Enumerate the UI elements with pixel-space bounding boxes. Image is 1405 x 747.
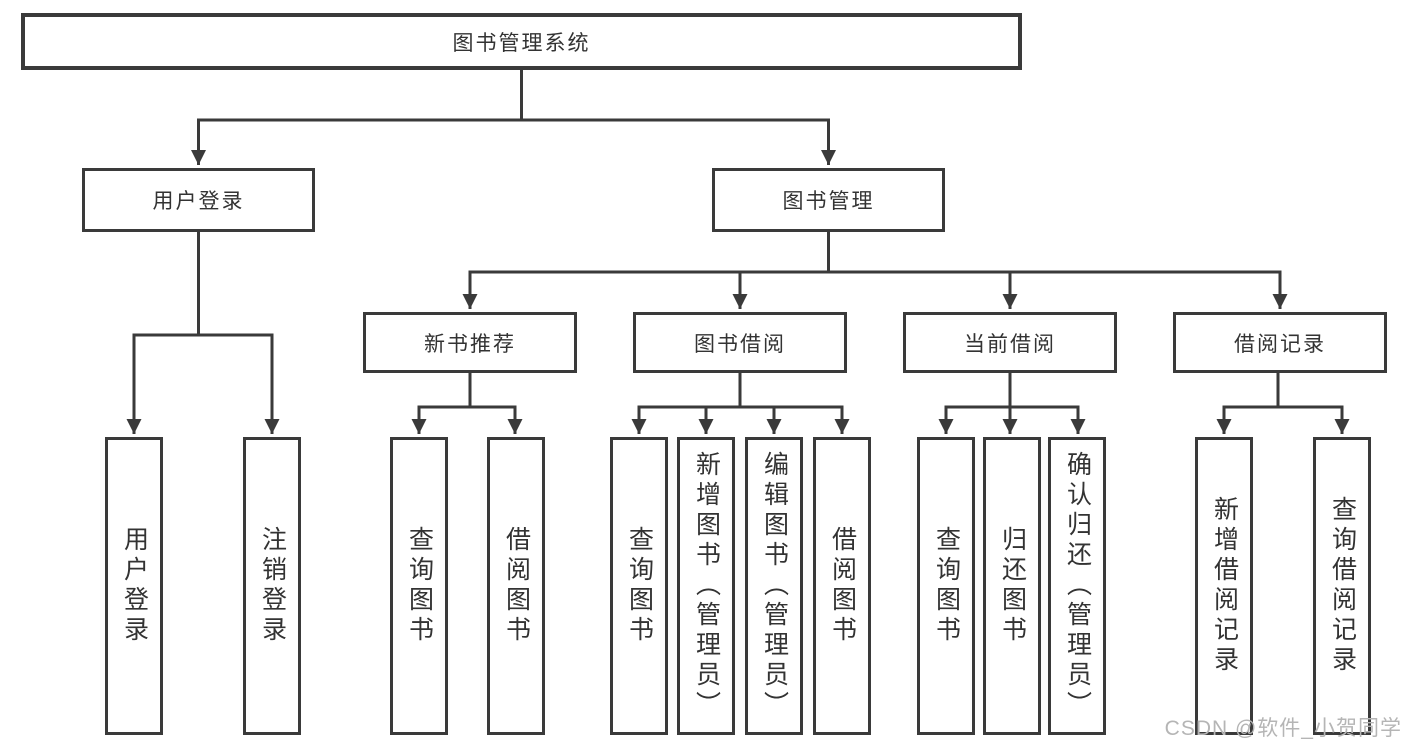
leaf-query-borrow-record: 查询借阅记录 [1313, 437, 1371, 735]
node-current-borrowing: 当前借阅 [903, 312, 1117, 373]
node-library-management-system: 图书管理系统 [21, 13, 1022, 70]
leaf-return-books: 归还图书 [983, 437, 1041, 735]
node-user-login-branch: 用户登录 [82, 168, 315, 232]
leaf-add-borrow-record: 新增借阅记录 [1195, 437, 1253, 735]
leaf-borrow-books-2: 借阅图书 [813, 437, 871, 735]
leaf-edit-books-admin: 编辑图书（管理员） [745, 437, 803, 735]
node-book-borrowing: 图书借阅 [633, 312, 847, 373]
leaf-query-books-3: 查询图书 [917, 437, 975, 735]
leaf-confirm-return-admin: 确认归还（管理员） [1048, 437, 1106, 735]
leaf-add-books-admin: 新增图书（管理员） [677, 437, 735, 735]
leaf-user-login: 用户登录 [105, 437, 163, 735]
leaf-query-books-2: 查询图书 [610, 437, 668, 735]
node-borrowing-records: 借阅记录 [1173, 312, 1387, 373]
leaf-query-books-1: 查询图书 [390, 437, 448, 735]
node-new-book-recommend: 新书推荐 [363, 312, 577, 373]
csdn-watermark: CSDN @软件_小贺同学 [1164, 717, 1402, 740]
node-book-management-branch: 图书管理 [712, 168, 945, 232]
leaf-logout: 注销登录 [243, 437, 301, 735]
leaf-borrow-books-1: 借阅图书 [487, 437, 545, 735]
